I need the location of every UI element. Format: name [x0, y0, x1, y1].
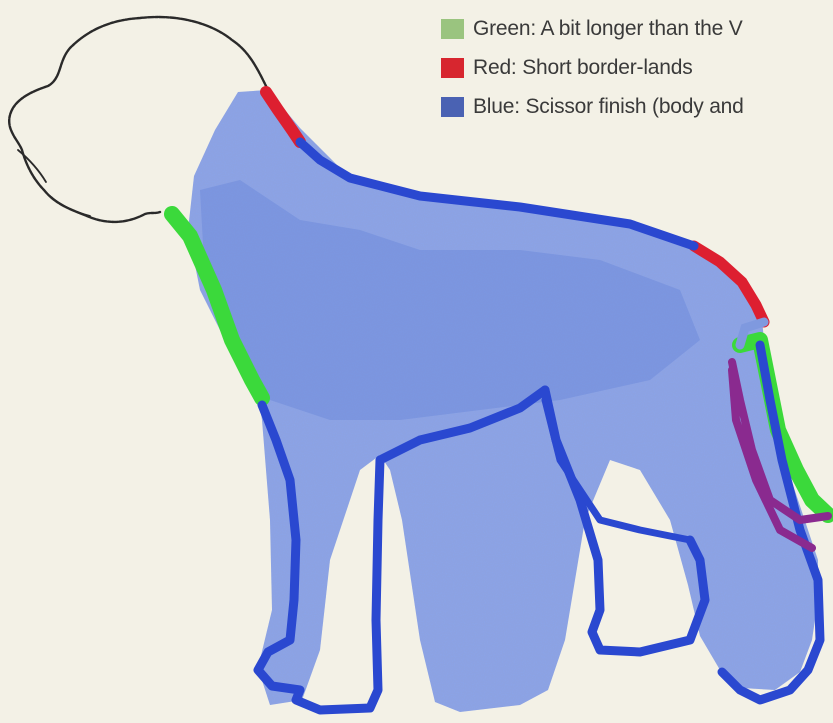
legend-label-green: Green: A bit longer than the V	[473, 18, 743, 41]
legend-swatch-blue	[441, 97, 464, 117]
ear-sketch-outline	[18, 150, 90, 216]
legend-label-blue: Blue: Scissor finish (body and	[473, 95, 744, 119]
legend-item-red: Red: Short border-lands	[441, 57, 833, 79]
legend-swatch-green	[441, 19, 464, 39]
legend-label-red: Red: Short border-lands	[473, 56, 693, 80]
legend-item-blue: Blue: Scissor finish (body and	[441, 96, 833, 118]
legend-swatch-red	[441, 58, 464, 78]
legend: Green: A bit longer than the V Red: Shor…	[441, 18, 833, 135]
legend-item-green: Green: A bit longer than the V	[441, 18, 833, 40]
